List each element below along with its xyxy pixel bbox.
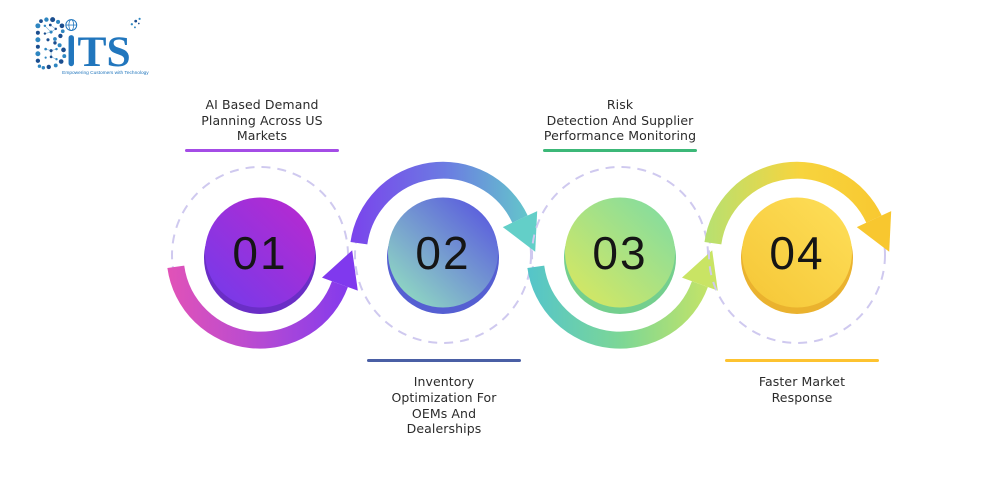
step-number: 04 [769, 227, 824, 279]
step-4-label: Faster Market Response [758, 374, 846, 405]
logo-letters: TS [77, 28, 130, 76]
step-number: 01 [232, 227, 287, 279]
cycle-arrow-head [502, 211, 538, 252]
step-circle [565, 197, 675, 308]
step-4-label-block: Faster Market Response [716, 359, 888, 406]
globe-icon [65, 19, 78, 31]
step-1-label-block: AI Based Demand Planning Across US Marke… [176, 96, 348, 152]
step-circle [388, 197, 498, 308]
step-circle [205, 197, 315, 308]
step-3-label: Risk Detection And Supplier Performance … [543, 96, 697, 144]
step-3-graphic: 03 [527, 166, 718, 349]
step-3-label-block: Risk Detection And Supplier Performance … [534, 96, 706, 152]
step-2-graphic: 02 [350, 161, 538, 344]
step-4-label-overline [725, 359, 879, 362]
cycle-arrow-head [682, 250, 718, 291]
step-2-label-block: Inventory Optimization For OEMs And Deal… [358, 359, 530, 437]
cycle-arrow-arc [527, 265, 708, 349]
bits-logo: TS Empowering Customers with Technology [35, 17, 149, 76]
cycle-arrow-arc [704, 161, 882, 245]
logo-trailing-dots [130, 17, 141, 29]
step-1-label-underline [185, 149, 339, 152]
step-number: 02 [415, 227, 470, 279]
step-1-label: AI Based Demand Planning Across US Marke… [201, 96, 323, 144]
logo-tagline: Empowering Customers with Technology [62, 70, 149, 76]
logo-letter-i [65, 19, 78, 67]
dashed-ring [708, 166, 886, 344]
step-1-graphic: 01 [167, 166, 358, 349]
cycle-arrow-arc [350, 161, 528, 245]
cycle-arrow-arc [167, 265, 348, 349]
cycle-arrow-head [856, 211, 892, 252]
cycle-arrow-head [322, 250, 358, 291]
step-2-label-overline [367, 359, 521, 362]
step-circle [742, 197, 852, 308]
step-number: 03 [592, 227, 647, 279]
step-3-label-underline [543, 149, 697, 152]
logo-dotted-b [35, 17, 67, 70]
step-4-graphic: 04 [704, 161, 892, 344]
step-2-label: Inventory Optimization For OEMs And Deal… [391, 374, 497, 437]
